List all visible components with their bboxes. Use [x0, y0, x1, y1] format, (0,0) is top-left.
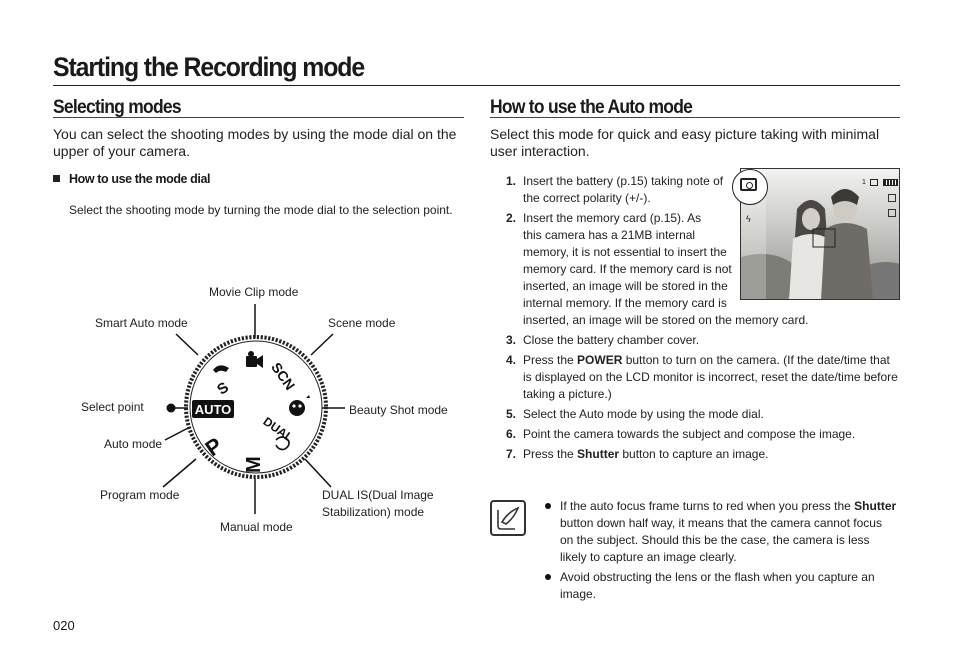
step-4-line-1: Press the POWER button to turn on the ca…	[523, 352, 901, 369]
step-4: 4. Press the POWER button to turn on the…	[506, 352, 901, 403]
note-check-icon	[497, 506, 520, 530]
step-2-line-6: internal memory. If the memory card is	[523, 296, 727, 310]
page-title: Starting the Recording mode	[53, 52, 365, 82]
dial-face	[189, 340, 323, 474]
step-6-line-1: Point the camera towards the subject and…	[523, 427, 856, 441]
auto-glyph: AUTO	[195, 402, 232, 417]
leader-auto	[164, 426, 191, 441]
label-program: Program mode	[100, 488, 180, 502]
step-3: 3. Close the battery chamber cover.	[506, 332, 901, 349]
label-select-point: Select point	[81, 400, 144, 414]
label-movie-clip: Movie Clip mode	[209, 285, 299, 299]
note-item-2: Avoid obstructing the lens or the flash …	[543, 569, 898, 603]
step-2-line-4: memory card. If the memory card is not	[523, 262, 732, 276]
step-2-line-7: inserted, an image will be stored on the…	[523, 313, 809, 327]
label-auto: Auto mode	[104, 437, 163, 451]
note-icon	[490, 500, 526, 536]
label-dual-is-2: Stabilization) mode	[322, 505, 425, 519]
step-7-line-1: Press the Shutter button to capture an i…	[523, 446, 901, 463]
step-number: 4.	[506, 353, 517, 367]
power-button-label: POWER	[577, 353, 623, 367]
left-heading-divider	[53, 117, 464, 118]
note-shutter-label: Shutter	[854, 499, 897, 513]
note-2-line-1: Avoid obstructing the lens or the flash …	[560, 570, 875, 584]
mode-dial-subheading-text: How to use the mode dial	[69, 172, 211, 186]
square-bullet-icon	[53, 175, 60, 182]
step-number: 3.	[506, 333, 517, 347]
step-2-line-5: inserted, an image will be stored in the	[523, 279, 728, 293]
auto-badge	[192, 400, 234, 418]
shutter-button-label: Shutter	[577, 447, 620, 461]
label-manual: Manual mode	[220, 520, 293, 534]
selecting-modes-heading: Selecting modes	[53, 97, 182, 118]
right-intro: Select this mode for quick and easy pict…	[490, 126, 880, 159]
m-glyph: M	[243, 456, 265, 473]
auto-mode-callout	[732, 169, 768, 205]
dial-instruction: Select the shooting mode by turning the …	[69, 203, 453, 217]
dual-is-hand-icon	[275, 436, 290, 451]
label-smart-auto: Smart Auto mode	[95, 316, 188, 330]
step-7-pre: Press the	[523, 447, 578, 461]
leader-scene	[310, 333, 334, 356]
leader-smart-auto	[175, 333, 199, 356]
note-2-line-2: image.	[560, 587, 597, 601]
step-5-line-1: Select the Auto mode by using the mode d…	[523, 407, 764, 421]
lcd-shot-counter: 1	[862, 179, 866, 186]
step-number: 7.	[506, 447, 517, 461]
label-beauty-shot: Beauty Shot mode	[349, 403, 448, 417]
note-1-line-4: likely to capture an image clearly.	[560, 550, 737, 564]
label-scene: Scene mode	[328, 316, 396, 330]
step-4-post: button to turn on the camera. (If the da…	[622, 353, 890, 367]
title-divider	[53, 85, 900, 86]
step-1: 1. Insert the battery (p.15) taking note…	[506, 173, 738, 207]
step-4-line-2: is displayed on the LCD monitor is incor…	[523, 370, 898, 384]
select-point-dot	[166, 403, 176, 413]
note-list: If the auto focus frame turns to red whe…	[543, 498, 898, 606]
bullet-icon	[545, 503, 551, 509]
battery-icon	[883, 179, 898, 186]
flash-icon: ϟ	[746, 214, 751, 224]
step-7: 7. Press the Shutter button to capture a…	[506, 446, 901, 463]
note-1-line-2: button down half way, it means that the …	[560, 516, 882, 530]
leader-program	[162, 458, 197, 488]
step-2-line-3: memory, it is not essential to insert th…	[523, 245, 727, 259]
step-number: 1.	[506, 174, 517, 188]
memory-card-icon	[870, 179, 878, 186]
step-1-line-1: Insert the battery (p.15) taking note of	[523, 174, 724, 188]
step-5: 5. Select the Auto mode by using the mod…	[506, 406, 901, 423]
note-1-pre: If the auto focus frame turns to red whe…	[560, 499, 855, 513]
step-7-post: button to capture an image.	[619, 447, 769, 461]
camera-lens-icon	[746, 182, 753, 189]
step-3-line-1: Close the battery chamber cover.	[523, 333, 700, 347]
step-4-line-3: taking a picture.)	[523, 387, 612, 401]
beauty-shot-icon	[289, 395, 310, 416]
note-1-line-3: on the subject. Should this be the case,…	[560, 533, 870, 547]
auto-mode-steps: 1. Insert the battery (p.15) taking note…	[506, 173, 901, 463]
page-number: 020	[53, 618, 75, 633]
step-2-line-2: this camera has a 21MB internal	[523, 228, 696, 242]
image-size-icon	[888, 194, 896, 202]
mode-dial-subheading: How to use the mode dial	[53, 172, 211, 186]
leader-dual-is	[304, 458, 332, 488]
step-4-pre: Press the	[523, 353, 578, 367]
left-intro: You can select the shooting modes by usi…	[53, 126, 457, 159]
movie-camera-icon	[246, 351, 263, 368]
dial-knurled-ring	[184, 335, 328, 479]
right-heading-divider	[490, 117, 900, 118]
bullet-icon	[545, 574, 551, 580]
step-6: 6. Point the camera towards the subject …	[506, 426, 901, 443]
note-1-line-1: If the auto focus frame turns to red whe…	[560, 498, 898, 515]
step-number: 5.	[506, 407, 517, 421]
step-2-line-1: Insert the memory card (p.15). As	[523, 211, 702, 225]
step-2: 2. Insert the memory card (p.15). As thi…	[506, 210, 901, 329]
step-1-line-2: the correct polarity (+/-).	[523, 191, 651, 205]
step-number: 2.	[506, 211, 517, 225]
auto-mode-heading: How to use the Auto mode	[490, 97, 693, 118]
note-item-1: If the auto focus frame turns to red whe…	[543, 498, 898, 566]
quality-icon	[888, 209, 896, 217]
label-dual-is-1: DUAL IS(Dual Image	[322, 488, 434, 502]
step-number: 6.	[506, 427, 517, 441]
camera-icon	[740, 178, 757, 191]
